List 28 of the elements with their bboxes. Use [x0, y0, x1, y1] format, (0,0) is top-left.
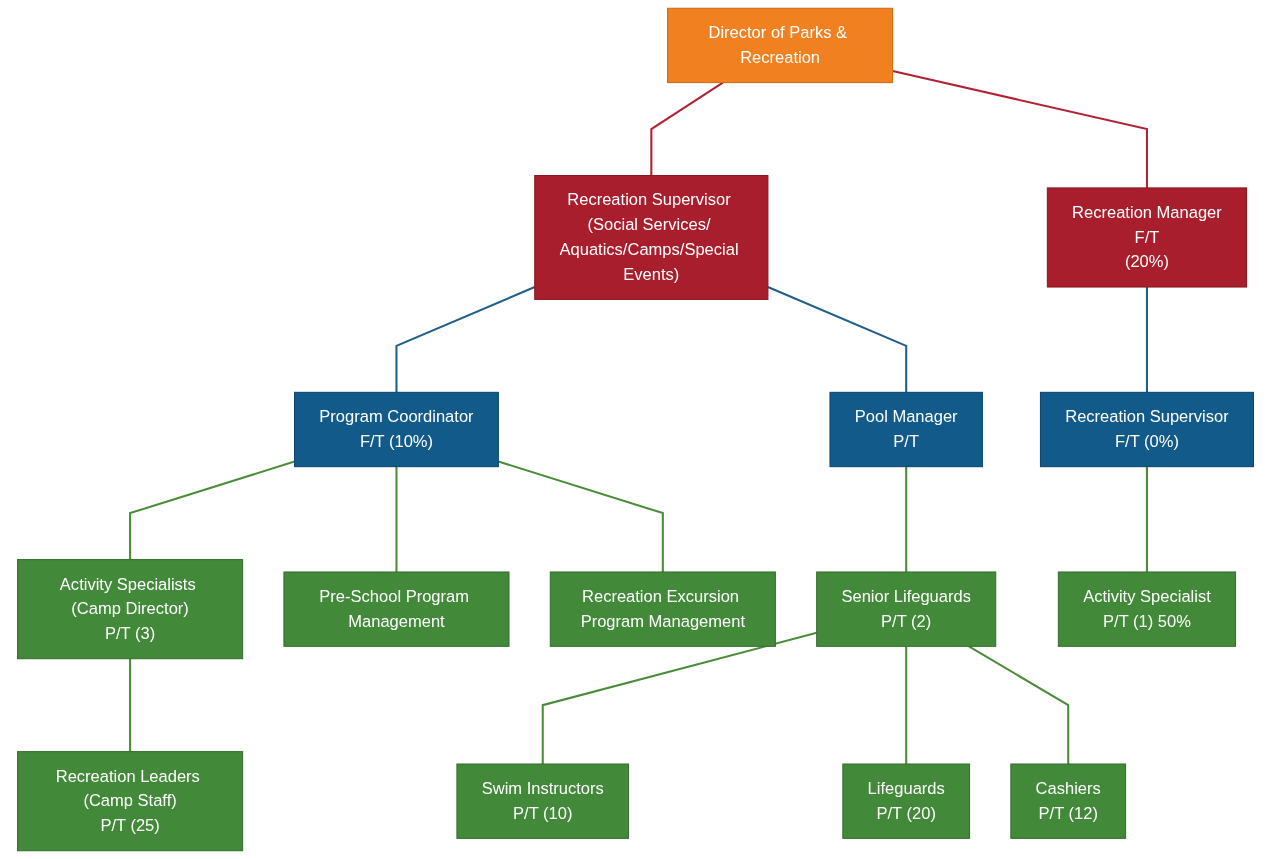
- node-box: Recreation Supervisor F/T (0%): [1039, 391, 1254, 468]
- connector: [129, 460, 295, 560]
- connector: [541, 631, 817, 764]
- connector: [905, 466, 908, 572]
- connector: [650, 81, 724, 176]
- node-box: Recreation Manager F/T (20%): [1046, 187, 1248, 288]
- connector: [892, 70, 1148, 188]
- node-box: Activity Specialists (Camp Director) P/T (3): [17, 559, 244, 660]
- node-box: Swim Instructors P/T (10): [456, 763, 630, 839]
- connector: [1145, 287, 1148, 393]
- connector: [968, 645, 1070, 764]
- node-box: Program Coordinator F/T (10%): [294, 391, 499, 468]
- node-box: Lifeguards P/T (20): [842, 763, 971, 839]
- connector: [395, 466, 398, 572]
- node-box: Recreation Supervisor (Social Services/ Aquatics/Camps/Special Events): [534, 175, 769, 300]
- connector: [498, 460, 664, 572]
- node-box: Director of Parks & Recreation: [667, 7, 894, 84]
- node-box: Cashiers P/T (12): [1010, 763, 1127, 839]
- node-box: Activity Specialist P/T (1) 50%: [1057, 571, 1237, 647]
- node-box: Pool Manager P/T: [829, 391, 983, 468]
- connector: [129, 658, 132, 752]
- connector: [905, 646, 908, 764]
- connector: [767, 286, 908, 393]
- node-box: Recreation Leaders (Camp Staff) P/T (25): [17, 751, 244, 852]
- node-box: Senior Lifeguards P/T (2): [816, 571, 997, 647]
- node-box: Recreation Excursion Program Management: [549, 571, 776, 647]
- node-box: Pre-School Program Management: [283, 571, 510, 647]
- connector: [1145, 466, 1148, 572]
